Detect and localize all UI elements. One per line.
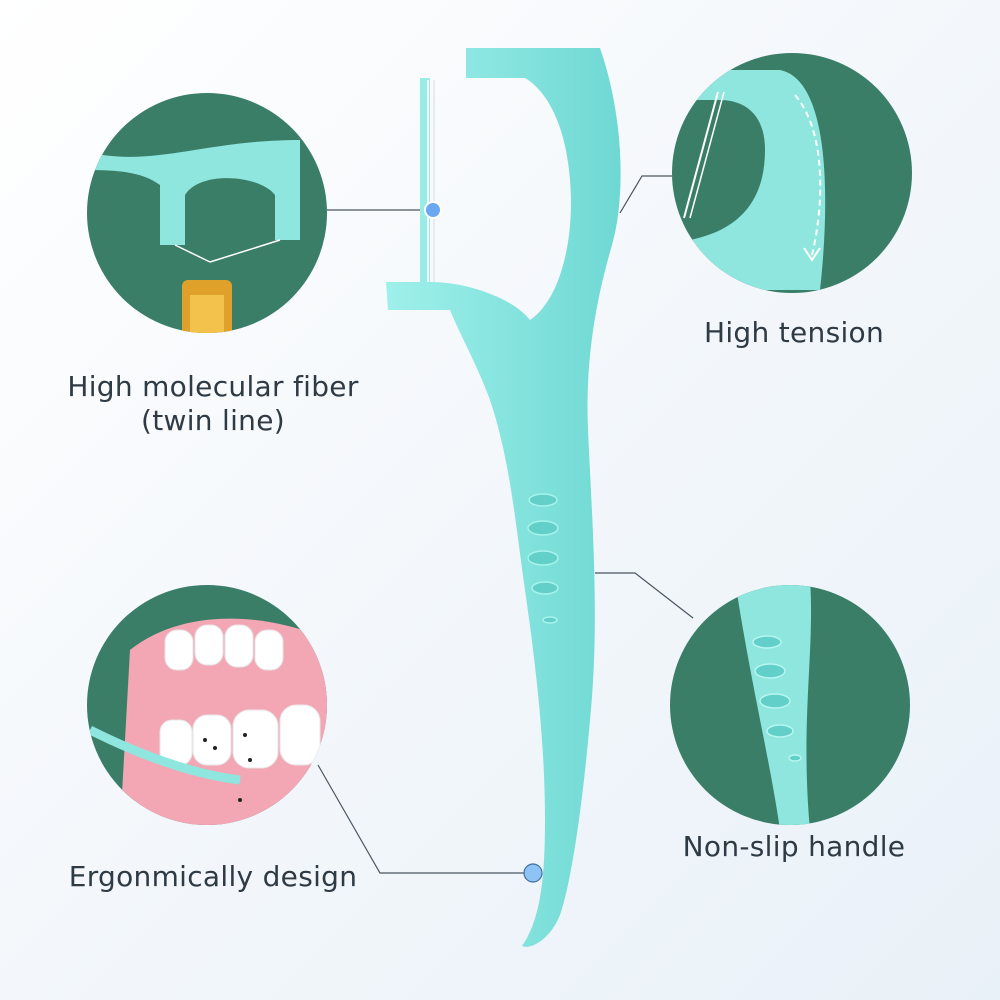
- floss-pick: [386, 48, 621, 947]
- ergonomic-label: Ergonmically design: [68, 860, 358, 893]
- fiber-label: High molecular fiber: [67, 370, 359, 403]
- handle-label: Non-slip handle: [682, 830, 906, 863]
- fiber-sublabel: (twin line): [141, 404, 285, 437]
- connector-lines: [317, 175, 694, 874]
- tension-detail-circle: [672, 53, 912, 293]
- design-marker-dot: [523, 863, 543, 883]
- handle-detail-circle: [670, 585, 910, 825]
- ergonomic-detail-circle: [87, 585, 327, 825]
- fiber-detail-circle: [87, 93, 327, 333]
- tension-label: High tension: [703, 316, 885, 349]
- fiber-marker-dot: [424, 201, 442, 219]
